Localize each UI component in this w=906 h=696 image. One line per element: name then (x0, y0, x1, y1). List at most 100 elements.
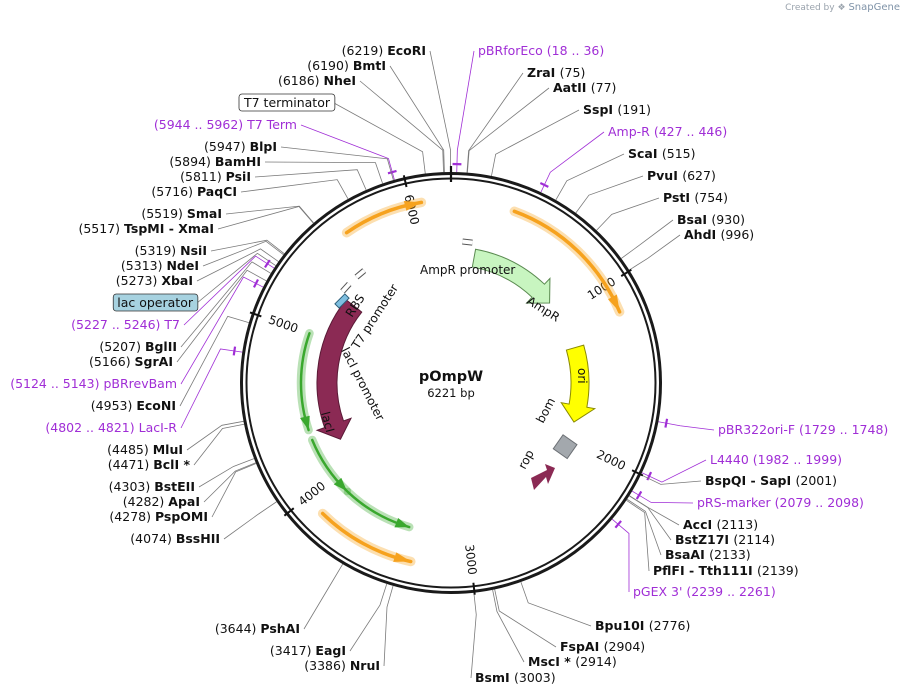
site-position: (2001) (795, 473, 837, 488)
site-name: ScaI (628, 146, 662, 161)
site-position: (2139) (757, 563, 799, 578)
site-name: MscI * (528, 654, 575, 669)
site-label-econi: (4953) EcoNI (91, 398, 176, 413)
primer-mark-prs-marker (635, 490, 643, 500)
leader-line-pgex-3 (611, 518, 630, 593)
site-label-pgex-3: pGEX 3' (2239 .. 2261) (633, 584, 776, 599)
leader-line-bamhi (264, 161, 383, 184)
leader-line-amp-r (540, 131, 605, 193)
tick-5000 (249, 311, 262, 318)
site-label-pbr322ori-f: pBR322ori-F (1729 .. 1748) (718, 422, 888, 437)
leader-line-bmti (389, 65, 445, 173)
site-label-t7-terminator: T7 terminator (243, 95, 331, 110)
site-label-ndei: (5313) NdeI (121, 258, 199, 273)
leader-line-bspqi-sapi (640, 474, 702, 485)
site-position: (4282) (123, 494, 169, 509)
site-position: (5313) (121, 258, 167, 273)
site-name: pBRforEco (478, 43, 547, 58)
site-position: (77) (591, 80, 617, 95)
green-arc-laci-3 (343, 487, 414, 532)
leader-line-bglii (180, 261, 271, 348)
primer-mark-pbrrevbam (252, 279, 259, 288)
site-position: (2114) (733, 532, 775, 547)
site-label-pspomi: (4278) PspOMI (109, 509, 208, 524)
site-name: pBR322ori-F (718, 422, 799, 437)
site-label-bstz17i: BstZ17I (2114) (675, 532, 775, 547)
feature-label-laci-promoter: lacI promoter (338, 345, 387, 423)
plasmid-size: 6221 bp (427, 386, 475, 400)
leader-line-nhei (359, 80, 444, 173)
orange-arc-laci (317, 508, 416, 567)
site-name: MluI (153, 442, 183, 457)
site-name: LacI-R (139, 420, 178, 435)
site-name: ApaI (168, 494, 200, 509)
site-name: BssHII (176, 531, 220, 546)
site-label-pbrforeco: pBRforEco (18 .. 36) (478, 43, 604, 58)
leader-line-scai (555, 153, 625, 201)
site-label-scai: ScaI (515) (628, 146, 695, 161)
leader-line-blpi (280, 146, 394, 181)
leader-line-psti (596, 197, 660, 231)
site-label-eagi: (3417) EagI (270, 643, 346, 658)
site-position: (75) (560, 65, 586, 80)
site-label-bglii: (5207) BglII (99, 339, 177, 354)
site-label-t7: (5227 .. 5246) T7 (71, 317, 180, 332)
site-label-msci: MscI * (2914) (528, 654, 617, 669)
feature-tag-box (112, 293, 199, 312)
site-label-xbai: (5273) XbaI (116, 273, 193, 288)
site-label-l4440: L4440 (1982 .. 1999) (710, 452, 842, 467)
site-position: (3644) (215, 621, 261, 636)
leader-line-apai (203, 462, 256, 503)
site-name: L4440 (710, 452, 753, 467)
primer-mark-pgex-3 (614, 520, 622, 529)
bom-box (552, 434, 578, 460)
site-position: (3417) (270, 643, 316, 658)
site-name: BspQI - SapI (705, 473, 795, 488)
site-name: NdeI (166, 258, 199, 273)
site-label-pflfi-tth111i: PflFI - Tth111I (2139) (653, 563, 799, 578)
site-name: BglII (145, 339, 177, 354)
leader-line-acci (629, 495, 680, 526)
site-name: BlpI (250, 139, 277, 154)
site-label-tspmi-xmai: (5517) TspMI - XmaI (78, 221, 214, 236)
site-position: (5517) (78, 221, 124, 236)
primer-mark-amp-r (539, 182, 549, 188)
site-name: SspI (583, 102, 617, 117)
site-position: (1729 .. 1748) (799, 422, 888, 437)
site-name: BstZ17I (675, 532, 733, 547)
site-name: NsiI (180, 243, 207, 258)
leader-line-bsai (621, 219, 674, 259)
leader-line-eagi (349, 583, 388, 652)
snapgene-logo-icon: ❖ (837, 3, 846, 13)
site-name: BamHI (215, 154, 261, 169)
site-label-amp-r: Amp-R (427 .. 446) (608, 124, 727, 139)
leader-line-sspi (491, 109, 580, 176)
primer-mark-l4440 (646, 471, 653, 481)
label-leader-lines (176, 50, 715, 679)
site-position: (4802 .. 4821) (45, 420, 138, 435)
site-name: NheI (324, 73, 357, 88)
site-name: BsmI (475, 670, 514, 685)
site-position: (3003) (514, 670, 556, 685)
leader-line-pbrforeco (456, 50, 475, 173)
tick-1000 (620, 268, 632, 277)
tick-label-3000: 3000 (462, 544, 479, 576)
site-label-nsii: (5319) NsiI (135, 243, 207, 258)
leader-line-pbrrevbam (180, 276, 264, 385)
site-name: BclI * (153, 457, 190, 472)
leader-line-pvui (575, 175, 644, 214)
leader-line-pflfi-tth111i (626, 499, 650, 572)
site-name: PspOMI (155, 509, 208, 524)
rbs-box (334, 293, 350, 309)
orange-arc-ampr-arrowhead (608, 294, 620, 312)
site-position: (6190) (307, 58, 353, 73)
watermark-brand: SnapGene (848, 2, 900, 13)
orange-arc-t7-arrowhead (403, 201, 422, 211)
primer-mark-pbr322ori-f (664, 418, 669, 428)
feature-label-bom: bom (533, 395, 558, 425)
rop-arrow (531, 464, 555, 490)
site-label-aatii: AatII (77) (553, 80, 616, 95)
site-position: (427 .. 446) (654, 124, 727, 139)
site-label-prs-marker: pRS-marker (2079 .. 2098) (697, 495, 864, 510)
